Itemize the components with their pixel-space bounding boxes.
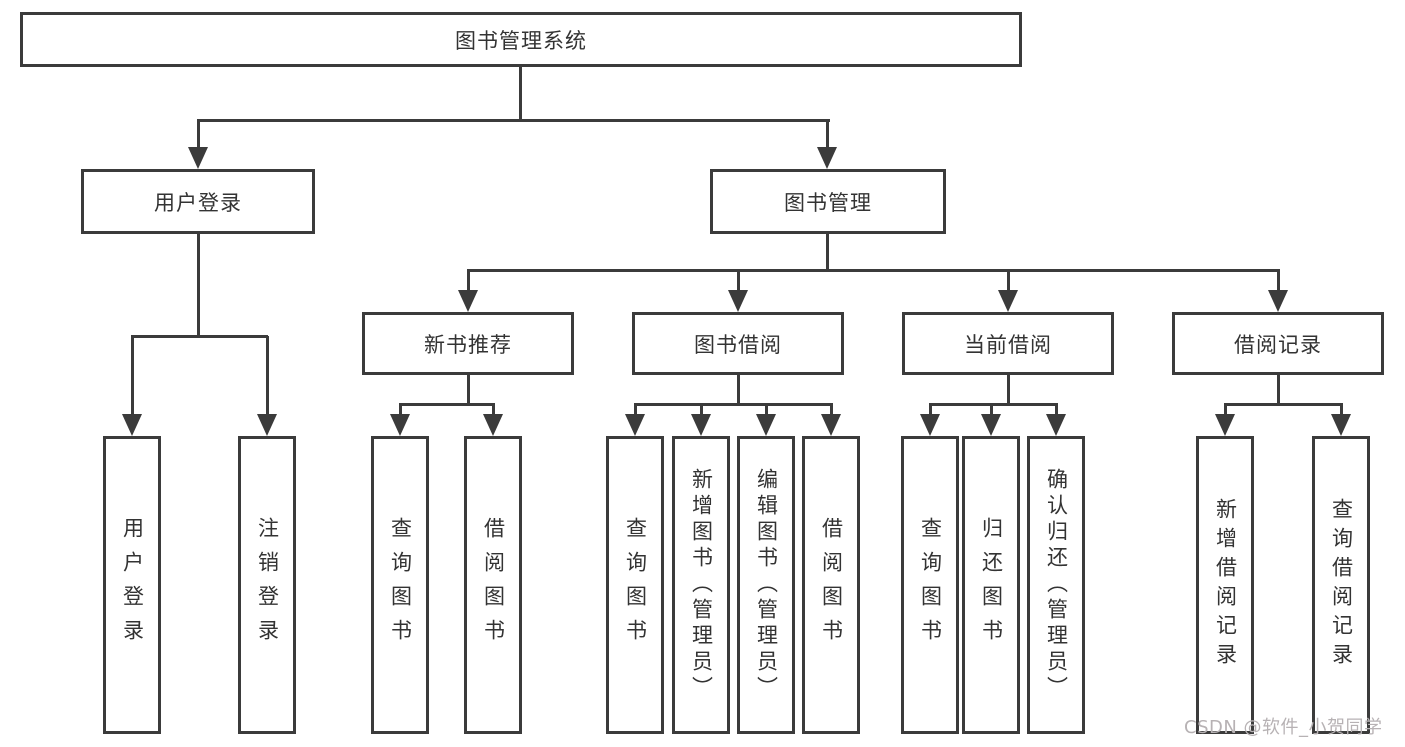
arrowhead-down	[821, 414, 841, 436]
node-current-borrow-label: 当前借阅	[964, 332, 1052, 357]
arrowhead-down	[458, 290, 478, 312]
arrowhead-down	[981, 414, 1001, 436]
arrowhead-down	[188, 147, 208, 169]
node-book-borrow-label: 图书借阅	[694, 332, 782, 357]
connector-hline	[467, 269, 1280, 272]
connector-vline	[1340, 404, 1343, 415]
leaf-confirm-return-admin-label: 确认归还（管理员）	[1044, 468, 1069, 702]
connector-vline	[1007, 270, 1010, 291]
connector-hline	[399, 403, 495, 406]
connector-vline	[399, 404, 402, 415]
connector-vline	[765, 404, 768, 415]
arrowhead-down	[756, 414, 776, 436]
connector-vline	[634, 404, 637, 415]
leaf-borrow-books-label: 借阅图书	[819, 517, 844, 653]
node-book-management: 图书管理	[710, 169, 946, 234]
connector-vline	[131, 336, 134, 415]
leaf-query-books-current-label: 查询图书	[918, 517, 943, 653]
leaf-borrow-books-recommend: 借阅图书	[464, 436, 522, 734]
leaf-query-books-borrow: 查询图书	[606, 436, 664, 734]
connector-vline	[197, 120, 200, 148]
connector-vline	[197, 234, 200, 337]
connector-vline	[467, 375, 470, 406]
arrowhead-down	[998, 290, 1018, 312]
connector-vline	[826, 120, 829, 148]
node-new-book-recommend: 新书推荐	[362, 312, 574, 375]
arrowhead-down	[390, 414, 410, 436]
connector-hline	[1224, 403, 1343, 406]
leaf-return-book: 归还图书	[962, 436, 1020, 734]
leaf-user-login: 用户登录	[103, 436, 161, 734]
connector-vline	[492, 404, 495, 415]
leaf-return-book-label: 归还图书	[979, 517, 1004, 653]
leaf-query-borrow-record-label: 查询借阅记录	[1329, 498, 1354, 672]
node-borrow-records-label: 借阅记录	[1234, 332, 1322, 357]
arrowhead-down	[1215, 414, 1235, 436]
node-book-management-label: 图书管理	[784, 190, 872, 215]
arrowhead-down	[691, 414, 711, 436]
arrowhead-down	[625, 414, 645, 436]
arrowhead-down	[483, 414, 503, 436]
leaf-edit-book-admin: 编辑图书（管理员）	[737, 436, 795, 734]
connector-vline	[1277, 375, 1280, 406]
node-book-borrow: 图书借阅	[632, 312, 844, 375]
connector-vline	[467, 270, 470, 291]
node-borrow-records: 借阅记录	[1172, 312, 1384, 375]
connector-vline	[830, 404, 833, 415]
leaf-borrow-books-recommend-label: 借阅图书	[481, 517, 506, 653]
connector-vline	[929, 404, 932, 415]
arrowhead-down	[920, 414, 940, 436]
leaf-query-books-current: 查询图书	[901, 436, 959, 734]
node-user-login: 用户登录	[81, 169, 315, 234]
connector-vline	[266, 336, 269, 415]
node-root-label: 图书管理系统	[455, 28, 587, 53]
leaf-add-book-admin: 新增图书（管理员）	[672, 436, 730, 734]
leaf-add-borrow-record-label: 新增借阅记录	[1213, 498, 1238, 672]
leaf-logout-label: 注销登录	[255, 517, 280, 653]
node-current-borrow: 当前借阅	[902, 312, 1114, 375]
leaf-query-books-borrow-label: 查询图书	[623, 517, 648, 653]
connector-vline	[1224, 404, 1227, 415]
connector-vline	[1055, 404, 1058, 415]
arrowhead-down	[1046, 414, 1066, 436]
connector-hline	[131, 335, 268, 338]
connector-vline	[700, 404, 703, 415]
csdn-watermark: CSDN @软件_小贺同学	[1184, 717, 1383, 738]
node-root: 图书管理系统	[20, 12, 1022, 67]
leaf-query-books-recommend: 查询图书	[371, 436, 429, 734]
connector-hline	[929, 403, 1058, 406]
connector-vline	[990, 404, 993, 415]
leaf-confirm-return-admin: 确认归还（管理员）	[1027, 436, 1085, 734]
arrowhead-down	[122, 414, 142, 436]
leaf-borrow-books: 借阅图书	[802, 436, 860, 734]
arrowhead-down	[257, 414, 277, 436]
arrowhead-down	[1268, 290, 1288, 312]
leaf-edit-book-admin-label: 编辑图书（管理员）	[754, 468, 779, 702]
connector-vline	[1007, 375, 1010, 406]
arrowhead-down	[728, 290, 748, 312]
connector-hline	[197, 119, 830, 122]
connector-hline	[634, 403, 833, 406]
connector-vline	[1277, 270, 1280, 291]
arrowhead-down	[1331, 414, 1351, 436]
leaf-add-book-admin-label: 新增图书（管理员）	[689, 468, 714, 702]
connector-vline	[737, 375, 740, 406]
connector-vline	[737, 270, 740, 291]
connector-vline	[826, 234, 829, 270]
leaf-add-borrow-record: 新增借阅记录	[1196, 436, 1254, 734]
leaf-query-borrow-record: 查询借阅记录	[1312, 436, 1370, 734]
connector-vline	[519, 67, 522, 121]
arrowhead-down	[817, 147, 837, 169]
leaf-logout: 注销登录	[238, 436, 296, 734]
node-new-book-recommend-label: 新书推荐	[424, 332, 512, 357]
leaf-user-login-label: 用户登录	[120, 517, 145, 653]
node-user-login-label: 用户登录	[154, 190, 242, 215]
leaf-query-books-recommend-label: 查询图书	[388, 517, 413, 653]
